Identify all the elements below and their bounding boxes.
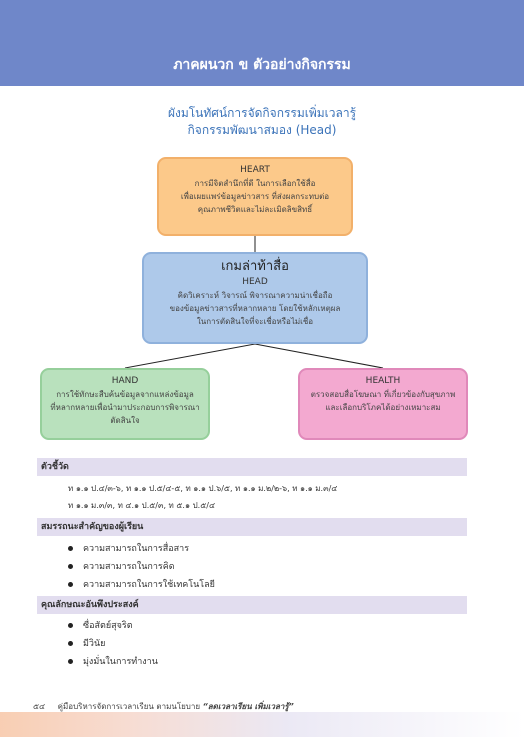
heart-box: HEART การมีจิตสำนึกที่ดี ในการเลือกใช้สื… bbox=[157, 157, 353, 236]
head-label: HEAD bbox=[242, 277, 268, 287]
list-item-label: ความสามารถในการคิด bbox=[83, 562, 175, 572]
activity-name: เกมล่าท้าสื่อ bbox=[221, 259, 289, 274]
hand-line: การใช้ทักษะสืบค้นข้อมูลจากแหล่งข้อมูล bbox=[56, 390, 194, 399]
list-item: มุ่งมั่นในการทำงาน bbox=[68, 654, 158, 668]
head-box: เกมล่าท้าสื่อ HEAD คิดวิเคราะห์ วิจารณ์ … bbox=[142, 252, 368, 344]
list-item: ความสามารถในการใช้เทคโนโลยี bbox=[68, 577, 215, 591]
head-line: คิดวิเคราะห์ วิจารณ์ พิจารณาความน่าเชื่อ… bbox=[177, 291, 333, 300]
bullet-icon bbox=[68, 564, 73, 569]
heart-label: HEART bbox=[240, 165, 270, 175]
list-item-label: มุ่งมั่นในการทำงาน bbox=[83, 657, 158, 667]
bullet-icon bbox=[68, 623, 73, 628]
list-item: ความสามารถในการคิด bbox=[68, 559, 175, 573]
heart-line: การมีจิตสำนึกที่ดี ในการเลือกใช้สื่อ bbox=[194, 179, 316, 188]
connector-head-hand bbox=[124, 343, 256, 369]
hand-label: HAND bbox=[111, 376, 139, 386]
health-box: HEALTH ตรวจสอบสื่อโฆษณา ที่เกี่ยวข้องกับ… bbox=[298, 368, 468, 440]
page-number: ๕๔ bbox=[33, 702, 46, 711]
bullet-icon bbox=[68, 641, 73, 646]
list-item-label: ซื่อสัตย์สุจริต bbox=[83, 621, 133, 631]
connector-head-health bbox=[254, 343, 384, 369]
bullet-icon bbox=[68, 659, 73, 664]
health-line: และเลือกบริโภคได้อย่างเหมาะสม bbox=[325, 403, 441, 412]
indicators-heading: ตัวชี้วัด bbox=[37, 458, 467, 476]
head-line: ของข้อมูลข่าวสารที่หลากหลาย โดยใช้หลักเห… bbox=[169, 304, 341, 313]
mindmap-title-line1: ผังมโนทัศน์การจัดกิจกรรมเพิ่มเวลารู้ bbox=[167, 106, 357, 120]
list-item: ซื่อสัตย์สุจริต bbox=[68, 618, 133, 632]
competencies-heading: สมรรถนะสำคัญของผู้เรียน bbox=[37, 518, 467, 536]
footer-emphasis: “ลดเวลาเรียน เพิ่มเวลารู้” bbox=[202, 702, 294, 711]
hand-line: ที่หลากหลายเพื่อนำมาประกอบการพิจารณา bbox=[50, 403, 200, 412]
head-line: ในการตัดสินใจที่จะเชื่อหรือไม่เชื่อ bbox=[196, 317, 314, 326]
list-item-label: ความสามารถในการใช้เทคโนโลยี bbox=[83, 580, 215, 590]
list-item-label: ความสามารถในการสื่อสาร bbox=[83, 544, 190, 554]
page-footer: ๕๔ คู่มือบริหารจัดการเวลาเรียน ตามนโยบาย… bbox=[33, 700, 294, 713]
indicator-line: ท ๑.๑ ม.๓/๓, ท ๔.๑ ป.๕/๓, ท ๕.๑ ป.๕/๔ bbox=[68, 501, 216, 510]
characteristics-heading: คุณลักษณะอันพึงประสงค์ bbox=[37, 596, 467, 614]
heart-line: คุณภาพชีวิตและไม่ละเมิดลิขสิทธิ์ bbox=[197, 205, 313, 214]
hand-box: HAND การใช้ทักษะสืบค้นข้อมูลจากแหล่งข้อม… bbox=[40, 368, 210, 440]
bullet-icon bbox=[68, 546, 73, 551]
mindmap-title-line2: กิจกรรมพัฒนาสมอง (Head) bbox=[187, 123, 337, 137]
list-item: มีวินัย bbox=[68, 636, 105, 650]
page-title: ภาคผนวก ข ตัวอย่างกิจกรรม bbox=[173, 57, 351, 73]
indicator-line: ท ๑.๑ ป.๔/๓-๖, ท ๑.๑ ป.๕/๔-๕, ท ๑.๑ ป.๖/… bbox=[68, 484, 338, 493]
list-item: ความสามารถในการสื่อสาร bbox=[68, 541, 189, 555]
footer-text: คู่มือบริหารจัดการเวลาเรียน ตามนโยบาย bbox=[57, 702, 201, 711]
heart-line: เพื่อเผยแพร่ข้อมูลข่าวสาร ที่ส่งผลกระทบต… bbox=[180, 192, 330, 201]
bullet-icon bbox=[68, 582, 73, 587]
list-item-label: มีวินัย bbox=[83, 639, 106, 649]
health-line: ตรวจสอบสื่อโฆษณา ที่เกี่ยวข้องกับสุขภาพ bbox=[310, 390, 456, 399]
footer-stripe bbox=[0, 712, 524, 737]
health-label: HEALTH bbox=[365, 376, 401, 386]
hand-line: ตัดสินใจ bbox=[110, 416, 140, 425]
header-band bbox=[0, 0, 524, 86]
mindmap-title: ผังมโนทัศน์การจัดกิจกรรมเพิ่มเวลารู้ กิจ… bbox=[0, 105, 524, 139]
